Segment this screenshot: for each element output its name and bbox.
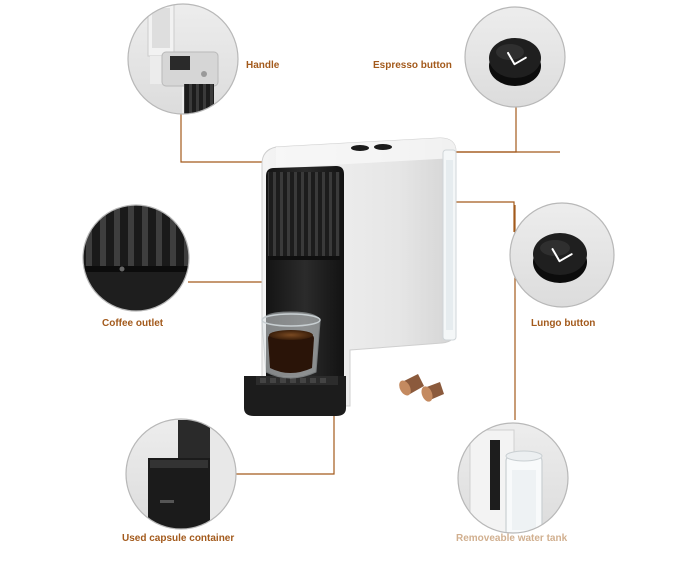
drip-tray [244, 376, 346, 416]
coffee-machine [244, 137, 457, 416]
leader-lungo-tank [452, 201, 515, 232]
label-used-capsule-container: Used capsule container [122, 533, 235, 544]
detail-used-capsule-container [125, 418, 237, 530]
detail-espresso-button [464, 6, 566, 108]
detail-water-tank [457, 422, 569, 534]
espresso-button-top [351, 145, 369, 151]
label-espresso-button: Espresso button [373, 60, 452, 71]
leader-handle [180, 104, 292, 163]
label-lungo-button: Lungo button [531, 318, 596, 329]
detail-handle [127, 3, 239, 115]
coffee-capsules [399, 374, 444, 402]
label-handle: Handle [246, 60, 280, 71]
detail-lungo-button [509, 202, 615, 308]
label-coffee-outlet: Coffee outlet [102, 318, 164, 329]
ribbed-handle [268, 172, 340, 258]
power-button-icon [507, 51, 527, 66]
detail-coffee-outlet [82, 204, 190, 312]
power-button-icon [551, 248, 573, 263]
espresso-cup [261, 311, 321, 379]
lungo-button-top [374, 144, 392, 150]
label-removable-water-tank: Removeable water tank [456, 533, 568, 544]
